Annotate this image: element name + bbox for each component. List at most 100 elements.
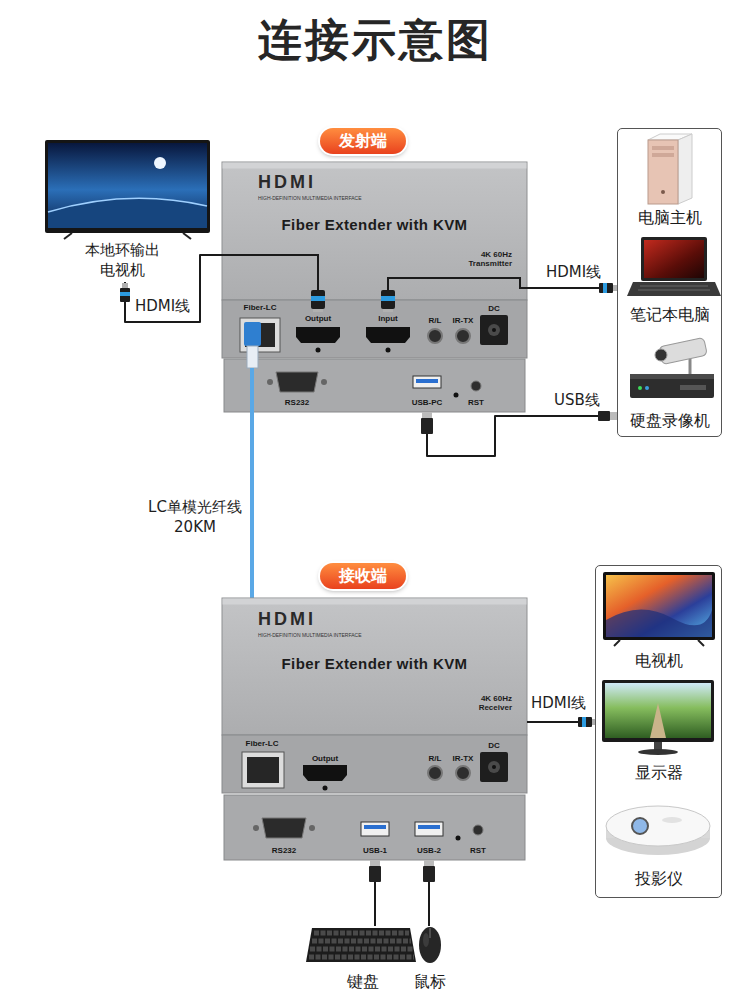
- transmitter-ports: [480, 315, 508, 345]
- projector-icon: [606, 806, 710, 855]
- port-label: USB-1: [353, 846, 397, 855]
- local-tv-icon: [154, 157, 166, 169]
- receiver-ports: [456, 766, 470, 780]
- port-label: DC: [472, 741, 516, 750]
- transmitter-ports: [428, 329, 442, 343]
- transmitter-ports: [267, 379, 273, 385]
- transmitter-ports: [386, 348, 391, 353]
- mouse-icon: [419, 927, 441, 963]
- transmitter-housing: [224, 359, 525, 412]
- port-label: Fiber-LC: [238, 303, 282, 312]
- hdmi-plug: [120, 283, 617, 727]
- receiver-ports: [242, 752, 508, 841]
- monitor-icon: [638, 749, 678, 755]
- receiver-housing: [223, 599, 527, 605]
- transmitter-ports: [240, 315, 508, 398]
- port-label: IR-TX: [441, 316, 485, 325]
- usb-plug: [369, 411, 617, 882]
- laptop-icon: [644, 240, 704, 278]
- device-caption: 本地环输出 电视机: [77, 240, 167, 280]
- monitor-icon: [605, 683, 711, 738]
- transmitter-ports: [413, 376, 441, 388]
- receiver-ports: [253, 825, 259, 831]
- pc-tower-icon: [661, 190, 665, 194]
- usb-plug: [370, 860, 380, 866]
- brand-logo: HDMI: [258, 609, 316, 630]
- port-label: RS232: [275, 398, 319, 407]
- pc-tower-icon: [652, 146, 674, 150]
- port-label: R/L: [413, 316, 457, 325]
- keyboard-icon: [306, 928, 416, 962]
- fiber-plug: [250, 368, 254, 412]
- hdmi-plug: [578, 717, 592, 727]
- hdmi-plug: [599, 283, 613, 293]
- device-caption: 键盘: [318, 972, 408, 992]
- dvr-camera-icon: [689, 358, 692, 374]
- cable-label: HDMI线: [545, 263, 602, 281]
- laptop-icon: [627, 282, 721, 296]
- receiver-ports: [364, 825, 386, 829]
- hdmi-plug: [311, 296, 325, 301]
- port-label: IR-TX: [441, 754, 485, 763]
- tv-device: 本地环输出 电视机: [42, 135, 212, 282]
- dvr-camera-icon: [645, 386, 649, 390]
- dvr-camera-icon: [630, 374, 714, 398]
- brand-tagline: HIGH-DEFINITION MULTIMEDIA INTERFACE: [258, 195, 362, 201]
- receiver-ports: [492, 765, 496, 769]
- monitor-icon: [602, 680, 714, 755]
- receiver-ports: [480, 752, 508, 782]
- local-tv-icon: [48, 143, 207, 228]
- receiver-box: 接收端Fiber Extender with KVM4K 60Hz Receiv…: [222, 561, 527, 860]
- display-panel: 电视机显示器投影仪: [595, 565, 722, 898]
- device-caption: 投影仪: [596, 869, 721, 889]
- port-label: Fiber-LC: [240, 739, 284, 748]
- source-panel: 电脑主机笔记本电脑硬盘录像机: [617, 128, 722, 437]
- transmitter-housing: [222, 162, 527, 300]
- keyboard-device: 键盘: [318, 926, 408, 996]
- transmitter-ports: [245, 323, 275, 347]
- hdmi-plug: [381, 296, 395, 301]
- device-caption: 电脑主机: [618, 208, 721, 228]
- keyboard-icon: [309, 933, 414, 957]
- dvr-camera-icon: [638, 386, 642, 390]
- usb-plug: [421, 418, 433, 434]
- hdmi-plug: [120, 292, 130, 296]
- local-tv-icon: [48, 198, 207, 228]
- transmitter-ports: [276, 372, 318, 392]
- tv-icon: [603, 572, 715, 640]
- monitor-icon: [650, 703, 666, 738]
- laptop-icon: [627, 237, 721, 296]
- local-tv-icon: [48, 198, 207, 212]
- receiver-housing: [224, 795, 525, 860]
- receiver-ports: [303, 765, 347, 781]
- port-label: RS232: [262, 846, 306, 855]
- tv-icon: [606, 575, 712, 637]
- local-tv-icon: [45, 140, 210, 233]
- port-label: Output: [296, 314, 340, 323]
- dvr-camera-icon: [680, 385, 706, 390]
- projector-icon: [606, 806, 710, 846]
- hdmi-cable: [388, 278, 527, 290]
- pc-tower-icon: [648, 140, 678, 204]
- dvr-camera-icon: [655, 349, 667, 361]
- fiber-cable: [250, 412, 254, 561]
- port-label: RST: [456, 846, 500, 855]
- tv-icon: [606, 609, 712, 637]
- port-label: USB-PC: [405, 398, 449, 407]
- pc-tower-icon: [678, 134, 692, 204]
- mouse-icon: [423, 933, 429, 947]
- receiver-ports: [418, 825, 440, 829]
- transmitter-ports: [456, 329, 470, 343]
- pc-tower-icon: [652, 153, 674, 157]
- receiver-housing: [222, 735, 527, 793]
- port-label: DC: [472, 304, 516, 313]
- cable-label: LC单模光纤线 20KM: [141, 497, 249, 537]
- tv-icon: [698, 640, 704, 646]
- receiver-ports: [428, 766, 442, 780]
- local-tv-icon: [183, 233, 191, 239]
- port-label: USB-2: [407, 846, 451, 855]
- transmitter-ports: [366, 327, 410, 343]
- spec-label: 4K 60Hz Transmitter: [456, 250, 512, 268]
- local-tv-icon: [45, 140, 210, 239]
